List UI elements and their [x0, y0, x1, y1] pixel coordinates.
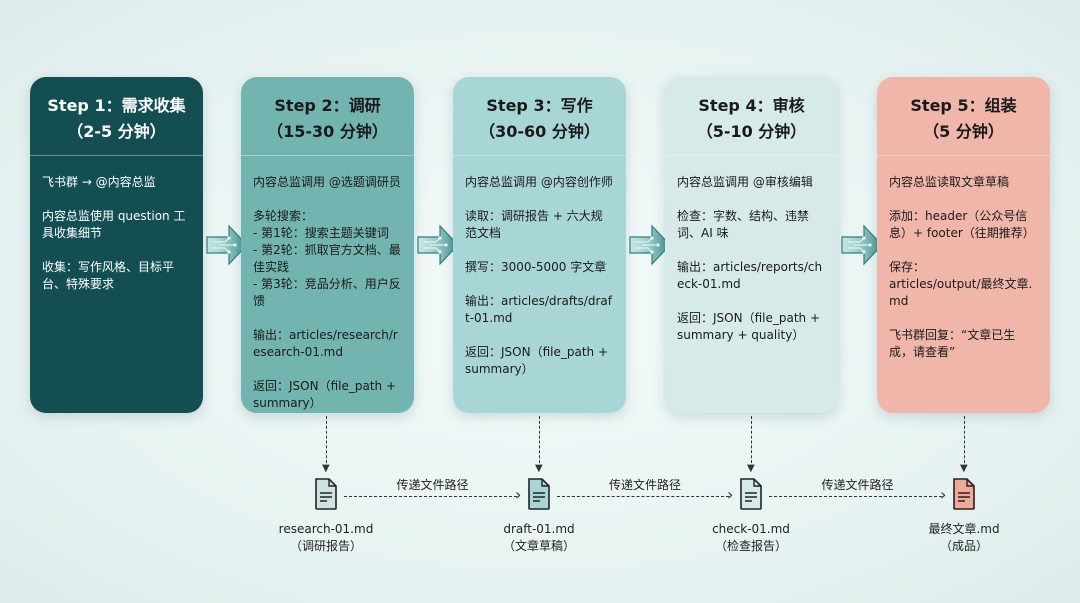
transfer-label: 传递文件路径 [608, 478, 681, 492]
step-line: 内容总监读取文章草稿 [889, 175, 1010, 189]
dashed-connector [344, 496, 517, 497]
file-desc: （检查报告） [714, 539, 787, 553]
document-icon [952, 478, 976, 510]
step-line: 输出：articles/research/research-01.md [253, 328, 398, 359]
file-name: research-01.md [278, 522, 374, 536]
step-line: 内容总监使用 question 工具收集细节 [42, 209, 186, 240]
dashed-connector [557, 496, 729, 497]
arrow-down-icon: ▼ [322, 463, 330, 474]
step-line: 保存： articles/output/最终文章.md [889, 260, 1033, 308]
transfer-label: 传递文件路径 [821, 478, 894, 492]
step-card-3: Step 3：写作 （30-60 分钟） 内容总监调用 @内容创作师读取：调研报… [453, 77, 626, 413]
dashed-connector [326, 416, 327, 468]
file-name: check-01.md [712, 522, 790, 536]
dashed-connector [769, 496, 942, 497]
step-title: Step 1：需求收集 [47, 96, 186, 115]
circuit-arrow-icon [205, 222, 249, 268]
step-header: Step 2：调研 （15-30 分钟） [241, 77, 414, 156]
step-line: 输出：articles/reports/check-01.md [677, 260, 823, 291]
step-title: Step 2：调研 [274, 96, 381, 115]
step-line: 返回：JSON（file_path + summary） [465, 345, 609, 376]
step-duration: （2-5 分钟） [67, 122, 166, 141]
step-line: 内容总监调用 @内容创作师 [465, 175, 613, 189]
step-line: 飞书群回复：“文章已生成，请查看” [889, 328, 1016, 359]
step-line: 读取：调研报告 + 六大规范文档 [465, 209, 603, 240]
step-line: 飞书群 → @内容总监 [42, 175, 156, 189]
step-line: 返回：JSON（file_path + summary + quality） [677, 311, 821, 342]
step-line: 内容总监调用 @选题调研员 [253, 175, 401, 189]
dashed-connector [539, 416, 540, 468]
step-line: 收集：写作风格、目标平台、特殊要求 [42, 260, 175, 291]
step-body: 内容总监调用 @选题调研员多轮搜索： - 第1轮：搜索主题关键词 - 第2轮：抓… [241, 156, 414, 412]
step-duration: （5 分钟） [923, 122, 1004, 141]
file-label: check-01.md （检查报告） [681, 521, 821, 555]
file-desc: （调研报告） [289, 539, 362, 553]
arrow-right-icon: › [727, 485, 734, 504]
circuit-arrow-icon [416, 222, 460, 268]
step-line: 检查：字数、结构、违禁词、AI 味 [677, 209, 810, 240]
step-title: Step 3：写作 [486, 96, 593, 115]
step-duration: （30-60 分钟） [479, 122, 600, 141]
circuit-arrow-icon [840, 222, 884, 268]
file-desc: （成品） [939, 539, 988, 553]
circuit-arrow-icon [628, 222, 672, 268]
step-body: 内容总监调用 @内容创作师读取：调研报告 + 六大规范文档撰写：3000-500… [453, 156, 626, 378]
step-line: 输出：articles/drafts/draft-01.md [465, 294, 612, 325]
document-icon [527, 478, 551, 510]
step-title: Step 5：组装 [910, 96, 1017, 115]
document-icon [739, 478, 763, 510]
step-body: 内容总监调用 @审核编辑检查：字数、结构、违禁词、AI 味输出：articles… [665, 156, 838, 344]
step-line: 多轮搜索： - 第1轮：搜索主题关键词 - 第2轮：抓取官方文档、最佳实践 - … [253, 209, 401, 308]
file-desc: （文章草稿） [502, 539, 575, 553]
step-card-4: Step 4：审核 （5-10 分钟） 内容总监调用 @审核编辑检查：字数、结构… [665, 77, 838, 413]
step-line: 内容总监调用 @审核编辑 [677, 175, 813, 189]
step-card-1: Step 1：需求收集 （2-5 分钟） 飞书群 → @内容总监内容总监使用 q… [30, 77, 203, 413]
step-header: Step 4：审核 （5-10 分钟） [665, 77, 838, 156]
dashed-connector [751, 416, 752, 468]
step-card-2: Step 2：调研 （15-30 分钟） 内容总监调用 @选题调研员多轮搜索： … [241, 77, 414, 413]
transfer-label: 传递文件路径 [396, 478, 469, 492]
arrow-down-icon: ▼ [747, 463, 755, 474]
step-header: Step 1：需求收集 （2-5 分钟） [30, 77, 203, 156]
step-card-5: Step 5：组装 （5 分钟） 内容总监读取文章草稿添加：header（公众号… [877, 77, 1050, 413]
file-name: draft-01.md [503, 522, 575, 536]
step-line: 返回：JSON（file_path + summary） [253, 379, 397, 410]
arrow-down-icon: ▼ [535, 463, 543, 474]
step-line: 添加：header（公众号信息）+ footer（往期推荐） [889, 209, 1035, 240]
file-name: 最终文章.md [928, 522, 1000, 536]
step-duration: （15-30 分钟） [267, 122, 388, 141]
arrow-right-icon: › [515, 485, 522, 504]
step-header: Step 3：写作 （30-60 分钟） [453, 77, 626, 156]
file-label: research-01.md （调研报告） [256, 521, 396, 555]
dashed-connector [964, 416, 965, 468]
step-body: 内容总监读取文章草稿添加：header（公众号信息）+ footer（往期推荐）… [877, 156, 1050, 361]
file-label: draft-01.md （文章草稿） [469, 521, 609, 555]
document-icon [314, 478, 338, 510]
arrow-right-icon: › [940, 485, 947, 504]
step-body: 飞书群 → @内容总监内容总监使用 question 工具收集细节收集：写作风格… [30, 156, 203, 293]
file-label: 最终文章.md （成品） [894, 521, 1034, 555]
step-duration: （5-10 分钟） [696, 122, 807, 141]
arrow-down-icon: ▼ [960, 463, 968, 474]
step-line: 撰写：3000-5000 字文章 [465, 260, 607, 274]
step-title: Step 4：审核 [698, 96, 805, 115]
step-header: Step 5：组装 （5 分钟） [877, 77, 1050, 156]
